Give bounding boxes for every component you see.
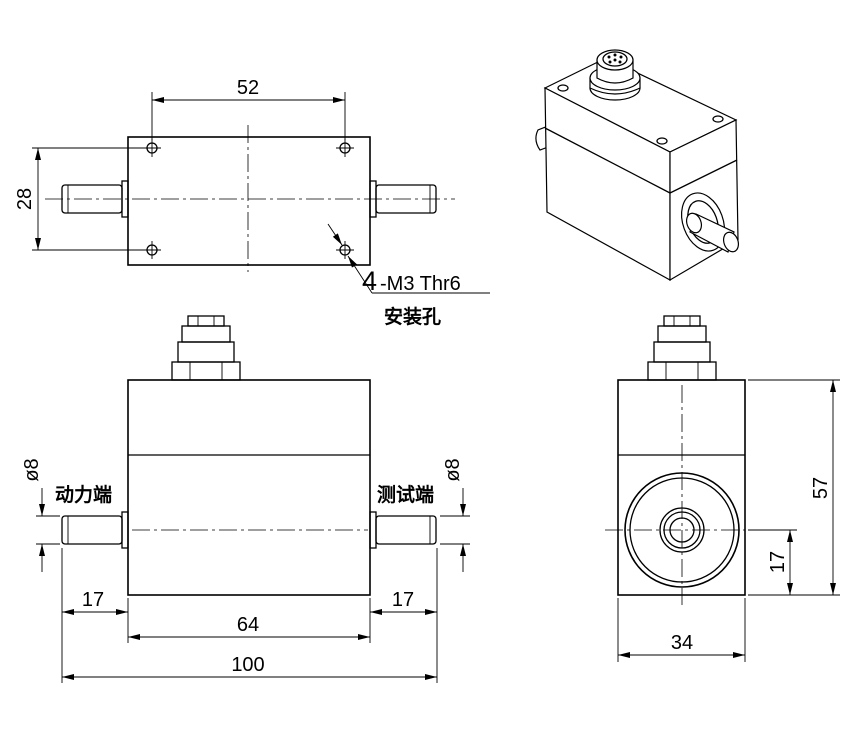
hole-count-label: 4 (362, 266, 377, 296)
side-view: 57 17 34 (605, 315, 840, 662)
test-end-label: 测试端 (377, 483, 434, 506)
mounting-hole (336, 241, 354, 259)
top-view-body (127, 136, 371, 266)
iso-hole (712, 115, 724, 123)
front-view: 动力端 测试端 ø8 ø8 17 17 (21, 315, 470, 683)
dim-total-len: 100 (62, 654, 437, 680)
dim-shaft-dia-left: ø8 (21, 458, 60, 572)
hole-leader: 4 -M3 Thr6 安装孔 (327, 223, 490, 328)
dim-side-shaft-height-label: 17 (767, 551, 789, 573)
dim-total-len-label: 100 (231, 654, 264, 676)
dim-shaft-dia-left-label: ø8 (21, 458, 43, 481)
dim-side-height-label: 57 (810, 477, 832, 499)
dim-shaft-dia-right-label: ø8 (442, 458, 464, 481)
dim-top-width: 52 (151, 77, 346, 140)
iso-connector (589, 49, 641, 101)
dim-shaft-len-left: 17 (62, 589, 128, 615)
iso-split-line-right (669, 159, 738, 194)
dim-side-width-label: 34 (671, 632, 693, 654)
hole-name-label: 安装孔 (384, 305, 441, 328)
iso-hole (557, 84, 569, 92)
dim-body-len-label: 64 (237, 614, 259, 636)
top-view: 52 28 4 -M3 Thr6 安装孔 (14, 77, 490, 328)
side-view-body (617, 379, 746, 596)
drive-end-label: 动力端 (55, 483, 112, 506)
iso-right-shaft (680, 192, 740, 253)
isometric-view (535, 49, 740, 282)
front-right-collar (369, 511, 377, 549)
iso-split-line-left (544, 127, 671, 194)
dim-top-width-label: 52 (237, 77, 259, 99)
mounting-hole (336, 139, 354, 157)
hole-spec-label: -M3 Thr6 (380, 273, 461, 295)
mounting-hole (143, 241, 161, 259)
dim-shaft-dia-right: ø8 (440, 458, 470, 572)
mounting-hole (143, 139, 161, 157)
dim-side-shaft-height: 17 (748, 529, 797, 595)
dim-body-len: 64 (128, 614, 370, 640)
dim-top-height-label: 28 (14, 188, 36, 210)
front-view-body (127, 379, 371, 596)
front-right-shaft (375, 515, 437, 545)
dim-side-height: 57 (748, 379, 840, 596)
dim-side-width: 34 (617, 598, 746, 662)
dim-top-height: 28 (14, 147, 145, 251)
front-left-shaft (61, 515, 123, 545)
iso-left-shaft (535, 125, 549, 151)
dim-shaft-len-left-label: 17 (82, 589, 104, 611)
iso-hole (656, 137, 668, 145)
dim-shaft-len-right-label: 17 (392, 589, 414, 611)
dim-shaft-len-right: 17 (370, 589, 437, 615)
side-connector (647, 315, 717, 381)
front-left-collar (121, 511, 129, 549)
front-connector (171, 315, 241, 381)
